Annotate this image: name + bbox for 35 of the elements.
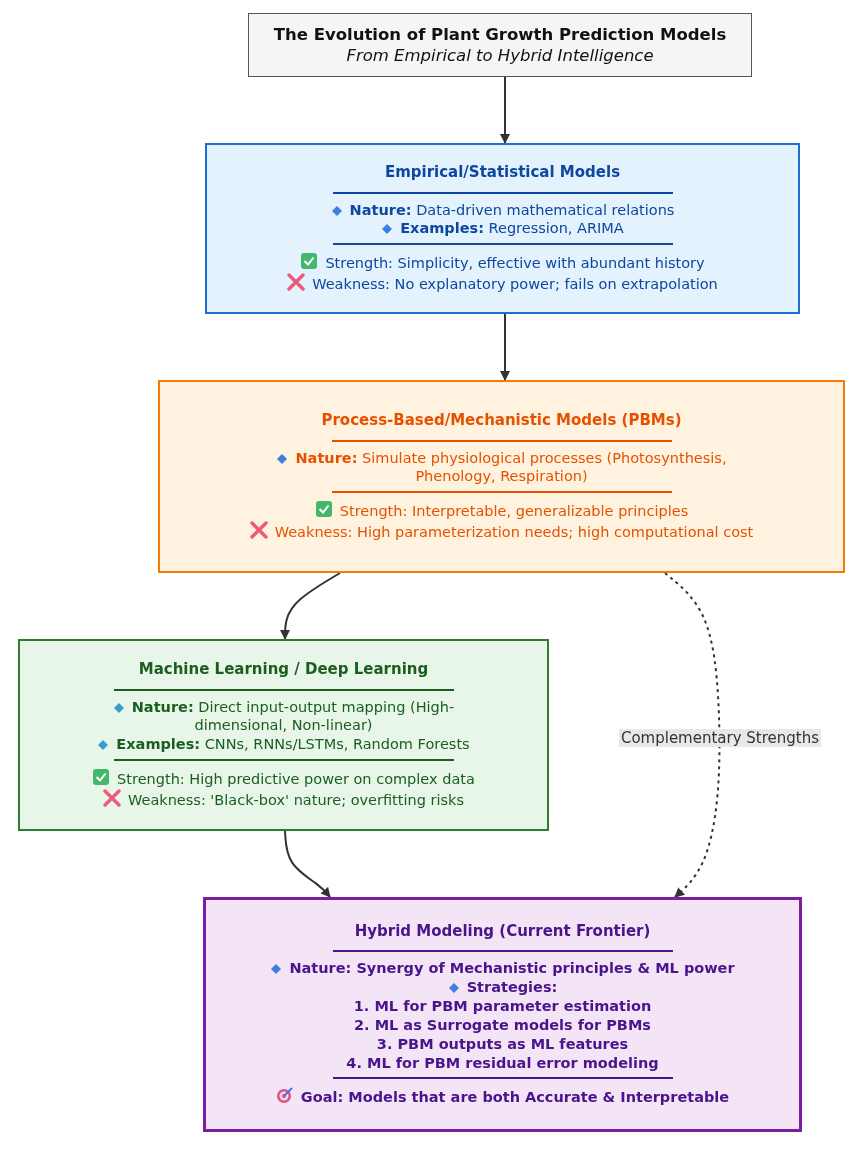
edge-label: Complementary Strengths	[618, 729, 822, 747]
box-text: 4. ML for PBM residual error modeling	[346, 1053, 659, 1073]
box-heading: Process-Based/Mechanistic Models (PBMs)	[321, 411, 682, 431]
process-box	[203, 897, 802, 1132]
box-text: Strategies:	[466, 979, 558, 996]
box-text: Strength: Interpretable, generalizable principles	[339, 503, 689, 520]
box-text: 2. ML as Surrogate models for PBMs	[354, 1015, 651, 1035]
box-text: Strength: High predictive power on complex data	[117, 771, 475, 788]
process-box	[158, 380, 845, 573]
box-text: Weakness: 'Black-box' nature; overfitting risks	[127, 792, 464, 808]
box-text: Weakness: No explanatory power; fails on extrapolation	[312, 276, 718, 293]
box-text: Nature: Data-driven mathematical relations	[349, 201, 675, 218]
box-text: Weakness: High parameterization needs; high computational cost	[274, 524, 754, 541]
box-text: Examples: CNNs, RNNs/LSTMs, Random Forests	[116, 736, 470, 753]
box-text: 1. ML for PBM parameter estimation	[353, 997, 652, 1016]
arrow	[500, 76, 510, 144]
box-heading: The Evolution of Plant Growth Prediction Models	[273, 23, 727, 45]
dotted-arrow	[664, 572, 721, 898]
box-subheading: From Empirical to Hybrid Intelligence	[346, 45, 654, 67]
box-text: 3. PBM outputs as ML features	[376, 1034, 629, 1054]
process-box	[18, 639, 549, 831]
arrow	[500, 313, 510, 381]
box-heading: Hybrid Modeling (Current Frontier)	[354, 921, 651, 942]
box-text: Nature: Simulate physiological processes (Photosynthesis, Phenology, Respiration)	[295, 449, 727, 485]
box-text: Goal: Models that are both Accurate & Interpretable	[300, 1089, 730, 1106]
box-heading: Empirical/Statistical Models	[384, 163, 621, 183]
box-text: Nature: Synergy of Mechanistic principles & ML power	[289, 960, 735, 977]
box-text: Nature: Direct input-output mapping (High-dimensional, Non-linear)	[131, 698, 455, 734]
arrow	[280, 572, 341, 640]
title-box	[248, 13, 752, 77]
process-box	[205, 143, 800, 314]
box-heading: Machine Learning / Deep Learning	[138, 660, 429, 680]
box-text: Strength: Simplicity, effective with abundant history	[325, 255, 705, 272]
box-text: Examples: Regression, ARIMA	[400, 220, 624, 237]
arrow	[284, 830, 331, 898]
